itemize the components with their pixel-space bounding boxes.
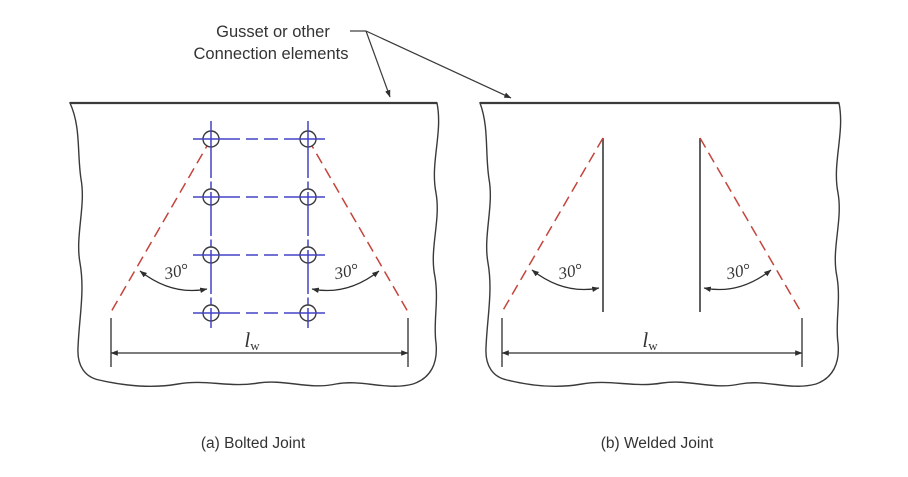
leader-arrow-to-left-plate (365, 30, 391, 98)
angle-value-left: 30° (556, 260, 584, 284)
gusset-plate-right (478, 102, 842, 387)
caption-panel-b: (b) Welded Joint (601, 435, 714, 452)
angle-value-right: 30° (724, 260, 752, 284)
dim-label-lw: lw (244, 328, 260, 353)
panel-b-welded-joint: 30° 30° lw (b) Welded Joint (478, 101, 842, 452)
leader-arrow-to-right-plate (365, 30, 512, 99)
angle-arc-left (531, 269, 600, 292)
panel-a-bolted-joint: 30° 30° lw (a) Bolted Joint (68, 101, 440, 452)
annotation-line-2: Connection elements (193, 45, 348, 63)
annotation-line-1: Gusset or other (216, 23, 330, 41)
dimension-lw-a: lw (110, 318, 409, 367)
caption-panel-a: (a) Bolted Joint (201, 435, 306, 452)
dim-label-lw: lw (642, 328, 658, 353)
angle-arc-left (139, 270, 208, 293)
gusset-plate-left (68, 102, 440, 387)
angle-arc-right (311, 270, 380, 293)
angle-value-right: 30° (332, 260, 360, 284)
dimension-lw-b: lw (501, 318, 803, 367)
angle-value-left: 30° (162, 260, 190, 284)
angle-arc-right (703, 269, 772, 292)
bolt-centerlines (193, 121, 325, 328)
gusset-annotation: Gusset or other Connection elements (193, 23, 512, 99)
